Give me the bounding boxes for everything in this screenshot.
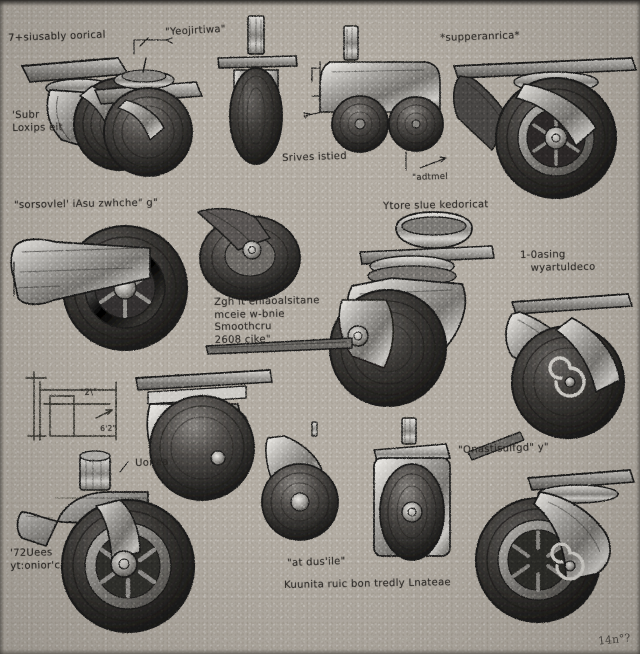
dimension-arrows-top-right (311, 61, 321, 97)
note-mid-left: "sorsovlel' iAsu zwhche" g" (14, 197, 159, 211)
note-wheel-callout: "adtmel (412, 171, 449, 183)
dimension-arrows-top (133, 37, 173, 55)
note-housing: 1-0asing wyartuldeco (520, 249, 596, 274)
note-spec-block: Zgh it enlaoalsitane mceie w-bnie Smooth… (214, 295, 320, 346)
caster-mid-left-side (10, 224, 189, 352)
note-at-durable: "at dus'ile" (287, 555, 346, 569)
caster-mid-right (467, 293, 633, 461)
caster-mid-center-brake (205, 211, 495, 408)
sketch-dimension-diagram (25, 371, 117, 441)
caster-bottom-left-stem (16, 450, 196, 634)
caster-bottom-center-front (373, 417, 451, 561)
caster-top-right-plate (453, 57, 637, 200)
note-dim-2in: "2\" (80, 387, 98, 398)
note-drives: Srives istied (282, 150, 348, 164)
note-mid-right: Ytore slue kedoricat (383, 199, 489, 212)
caster-top-left-second-plate (94, 57, 203, 177)
note-bottom-left: '72Uees yt:onior'c (10, 547, 61, 572)
caster-lower-center-underside (119, 369, 273, 501)
note-chona: Uonaa (135, 456, 169, 469)
note-dim-inner: 6'2" (100, 423, 117, 433)
caster-bottom-right-plate (474, 469, 635, 624)
note-left-brake: 'Subr Loxips eit (12, 109, 63, 134)
caster-bottom-mid-small (261, 421, 339, 541)
caster-top-center-stem (217, 15, 298, 165)
caster-top-mid-twin (303, 25, 447, 171)
caster-mid-small-top (197, 207, 301, 301)
